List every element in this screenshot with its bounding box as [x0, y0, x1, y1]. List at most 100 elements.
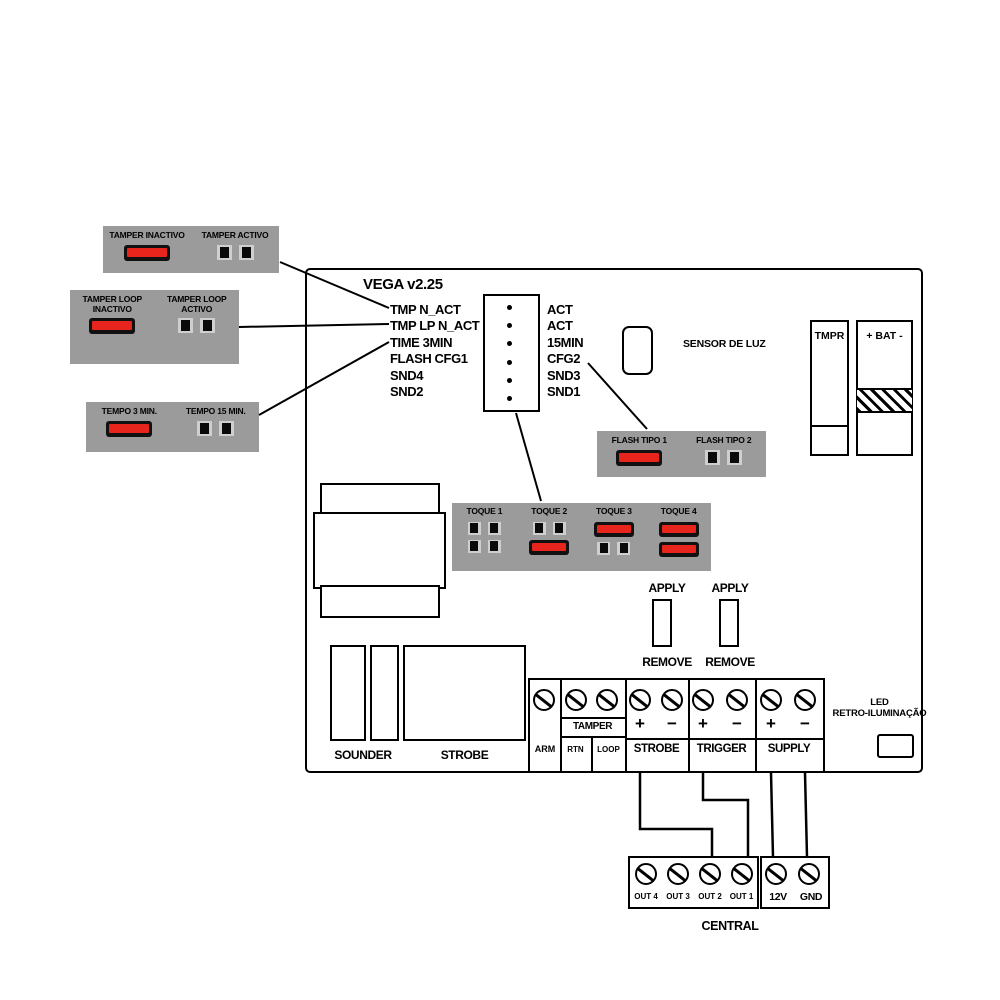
legend-option-label: TAMPER INACTIVO: [109, 230, 185, 240]
pin-icon: [552, 521, 566, 535]
apply-label-1: APPLY: [648, 581, 686, 595]
central-output-block: OUT 4 OUT 3 OUT 2 OUT 1: [628, 856, 759, 909]
jumper-right-labels: ACT ACT 15MIN CFG2 SND3 SND1: [547, 302, 584, 400]
jumper-fitted-icon: [593, 521, 634, 537]
header-pin-dot: [507, 323, 512, 329]
legend-option-label: TAMPER ACTIVO: [201, 230, 269, 240]
toque-jumper-bank: TOQUE 1 TOQUE 2 TOQUE 3 TOQUE 4: [452, 503, 711, 571]
out4-label: OUT 4: [634, 892, 658, 901]
flash-tipo-1-option: FLASH TIPO 1: [597, 431, 682, 477]
12v-label: 12V: [769, 891, 787, 903]
sounder-component-box: [330, 645, 366, 741]
toque-3-column: TOQUE 3: [582, 503, 647, 571]
pin-icon: [597, 541, 611, 555]
legend-tamper-loop-box: TAMPER LOOP INACTIVO TAMPER LOOP ACTIVO: [70, 290, 239, 364]
terminal-screw-out2: [699, 863, 721, 885]
tmpr-divider: [811, 425, 848, 427]
legend-option-label: TEMPO 15 MIN.: [185, 406, 246, 416]
terminal-screw-arm: [533, 689, 555, 711]
light-sensor-label: SENSOR DE LUZ: [683, 338, 766, 350]
jumper-left-labels: TMP N_ACT TMP LP N_ACT TIME 3MIN FLASH C…: [390, 302, 480, 400]
header-pin-dot: [507, 359, 512, 365]
led-label-line1: LED: [870, 697, 889, 708]
toque-1-column: TOQUE 1: [452, 503, 517, 571]
trigger-plus-sign: +: [698, 714, 708, 733]
legend-option-label: TAMPER LOOP ACTIVO: [166, 294, 227, 314]
sounder-transducer-body: [313, 512, 446, 589]
jumper-open-icon: [467, 539, 501, 553]
wire-trigger-plus-to-out1: [701, 773, 750, 857]
jumper-open-icon: [467, 521, 501, 535]
jumper-label: SND4: [390, 367, 424, 383]
terminal-screw-supply-minus: [794, 689, 816, 711]
led-backlight-icon: [877, 734, 914, 758]
sounder-transducer-top: [320, 483, 440, 516]
jumper-fitted-icon: [616, 449, 663, 466]
wire-supply-minus-to-gnd: [803, 772, 809, 858]
jumper-label: FLASH CFG1: [390, 351, 468, 367]
legend-option-tamper-loop-activo: TAMPER LOOP ACTIVO: [155, 290, 240, 364]
strobe-terminal-label: STROBE: [633, 743, 680, 755]
legend-option-label: TAMPER LOOP INACTIVO: [82, 294, 142, 314]
battery-hatch-icon: [857, 388, 912, 413]
gnd-label: GND: [799, 891, 823, 903]
legend-option-label: TEMPO 3 MIN.: [101, 406, 157, 416]
pin-icon: [487, 539, 501, 553]
terminal-screw-out1: [731, 863, 753, 885]
supply-terminal-label: SUPPLY: [767, 743, 811, 755]
toque-label: TOQUE 1: [466, 506, 503, 516]
terminal-screw-tamper-loop: [596, 689, 618, 711]
jumper-open-icon: [197, 420, 235, 436]
pin-icon: [705, 449, 721, 465]
toque-label: TOQUE 2: [531, 506, 567, 516]
terminal-screw-out4: [635, 863, 657, 885]
toque-label: TOQUE 3: [595, 506, 632, 516]
label-divider: [625, 738, 823, 740]
sounder-transducer-bottom: [320, 585, 440, 618]
led-backlight-label: LED RETRO-ILUMINAÇÃO: [831, 697, 928, 719]
apply-remove-jumper-1: [652, 599, 672, 647]
jumper-label: SND3: [547, 367, 581, 383]
terminal-screw-supply-plus: [760, 689, 782, 711]
strobe-component-box: [403, 645, 526, 741]
terminal-screw-12v: [765, 863, 787, 885]
battery-label: + BAT -: [866, 330, 903, 342]
jumper-open-icon: [597, 541, 631, 555]
board-title: VEGA v2.25: [363, 276, 443, 293]
pin-icon: [200, 318, 216, 333]
header-pin-dot: [507, 395, 512, 401]
legend-tamper-box: TAMPER INACTIVO TAMPER ACTIVO: [103, 226, 279, 273]
flash-tipo-2-option: FLASH TIPO 2: [682, 431, 767, 477]
rtn-loop-divider: [591, 736, 593, 771]
jumper-fitted-icon: [124, 244, 170, 261]
legend-option-label: FLASH TIPO 2: [696, 435, 752, 445]
legend-option-tamper-inactivo: TAMPER INACTIVO: [103, 226, 191, 273]
wire-supply-plus-to-12v: [769, 772, 775, 858]
toque-label: TOQUE 4: [660, 506, 697, 516]
legend-option-tempo-3min: TEMPO 3 MIN.: [86, 402, 173, 452]
wire-strobe-plus-to-out2: [638, 773, 714, 857]
supply-minus-sign: −: [800, 714, 810, 733]
out2-label: OUT 2: [698, 892, 722, 901]
legend-option-tamper-loop-inactivo: TAMPER LOOP INACTIVO: [70, 290, 155, 364]
rtn-terminal-label: RTN: [567, 745, 584, 754]
terminal-screw-out3: [667, 863, 689, 885]
pin-icon: [178, 318, 194, 333]
section-divider: [625, 680, 627, 771]
jumper-label: 15MIN: [547, 334, 584, 350]
pin-icon: [219, 420, 235, 436]
battery-connector: + BAT -: [856, 320, 913, 456]
legend-option-label: FLASH TIPO 1: [611, 435, 667, 445]
pin-icon: [487, 521, 501, 535]
flash-tipo-box: FLASH TIPO 1 FLASH TIPO 2: [597, 431, 766, 477]
terminal-screw-trigger-minus: [726, 689, 748, 711]
tmpr-connector: TMPR: [810, 320, 849, 456]
jumper-fitted-icon: [658, 521, 699, 537]
apply-remove-jumper-2: [719, 599, 739, 647]
pin-icon: [727, 449, 743, 465]
legend-option-tempo-15min: TEMPO 15 MIN.: [173, 402, 260, 452]
tamper-divider-top: [560, 717, 625, 719]
tamper-terminal-label: TAMPER: [572, 721, 613, 732]
jumper-fitted-icon: [106, 420, 153, 437]
header-pin-dot: [507, 305, 512, 310]
